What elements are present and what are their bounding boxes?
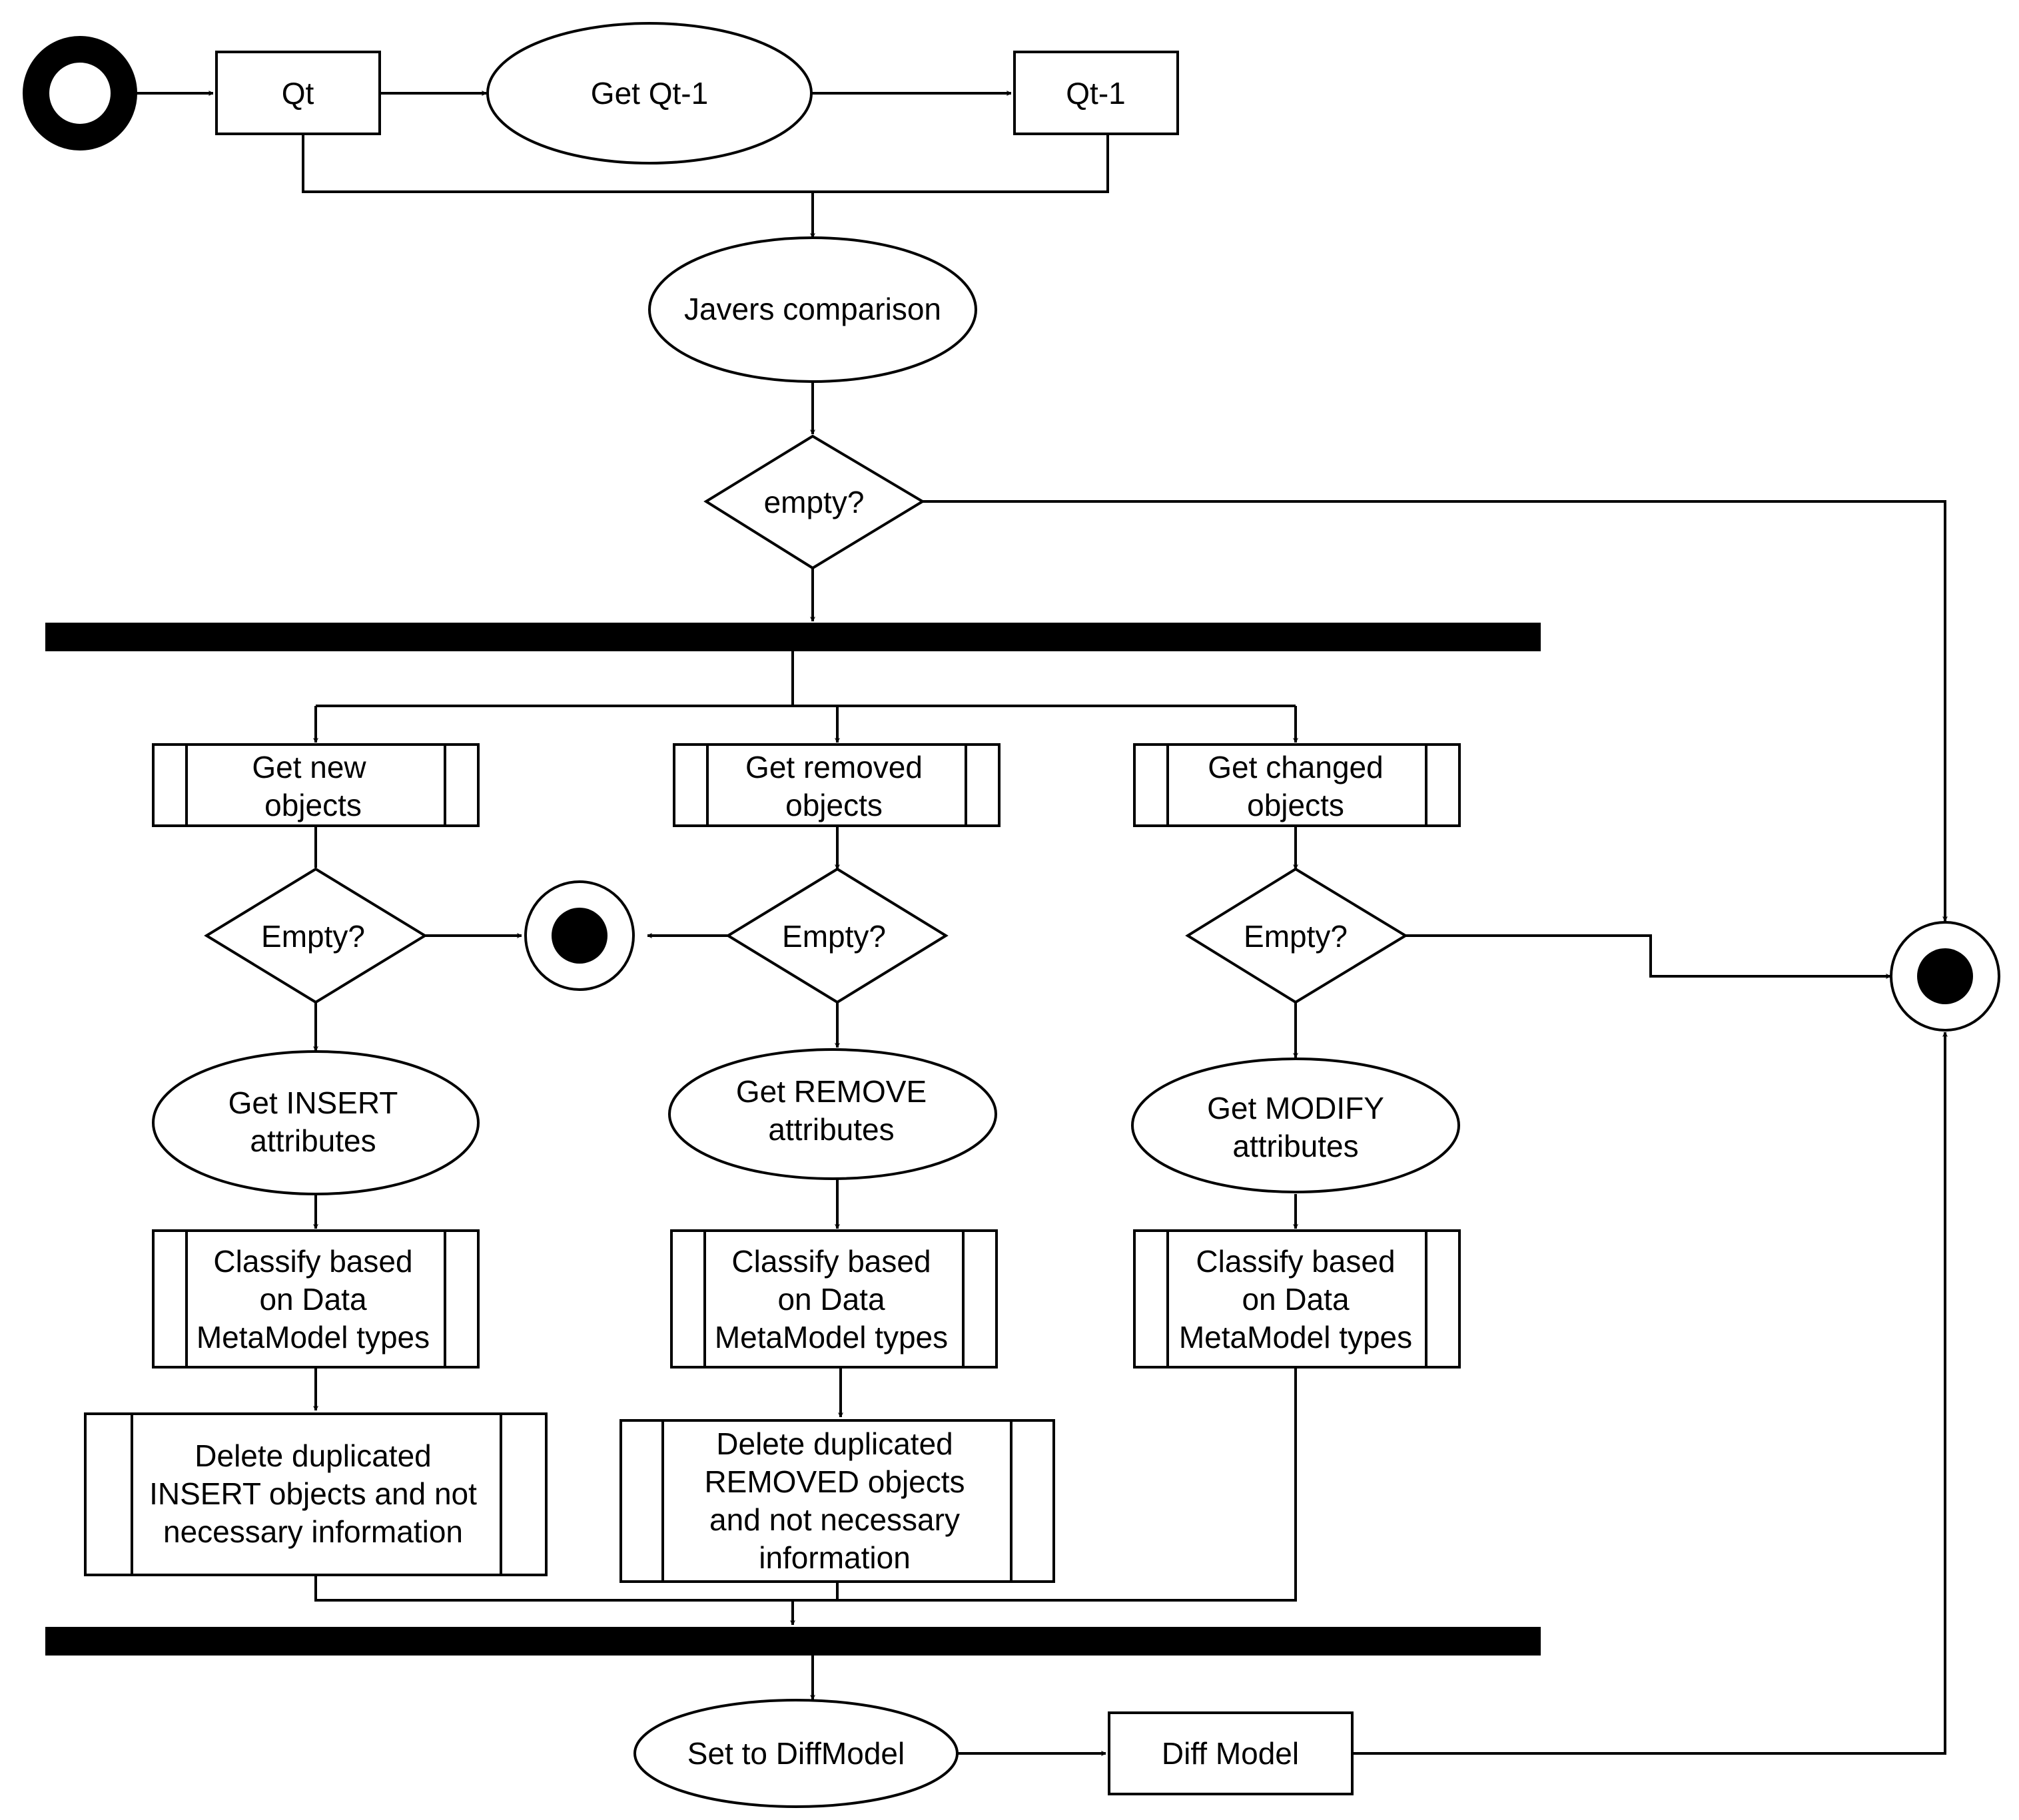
get-new-objects-line2: objects — [264, 788, 362, 822]
delete-insert-line3: necessary information — [163, 1514, 463, 1549]
get-modify-attributes-ellipse: Get MODIFY attributes — [1131, 1058, 1460, 1193]
classify-insert-line3: MetaModel types — [197, 1320, 430, 1355]
get-new-objects-line1: Get new — [252, 750, 366, 784]
delete-duplicated-removed-box: Delete duplicated REMOVED objects and no… — [619, 1419, 1055, 1583]
qt-box: Qt — [215, 51, 381, 135]
qt-label: Qt — [282, 76, 314, 111]
delete-removed-line2: REMOVED objects — [704, 1464, 965, 1499]
final-node-right — [1890, 921, 2000, 1032]
edge-fork-split — [316, 651, 794, 707]
qt1-label: Qt-1 — [1066, 76, 1125, 111]
empty-decision-new-label: Empty? — [261, 919, 365, 954]
classify-modify-line1: Classify based — [1196, 1244, 1395, 1279]
classify-remove-line2: on Data — [777, 1282, 885, 1317]
get-removed-objects-line2: objects — [785, 788, 883, 822]
javers-comparison-ellipse: Javers comparison — [648, 236, 977, 383]
final-node-middle — [524, 880, 635, 991]
delete-insert-line1: Delete duplicated — [195, 1438, 431, 1473]
get-qt1-ellipse: Get Qt-1 — [486, 22, 813, 164]
initial-node — [23, 36, 137, 151]
delete-removed-line4: information — [759, 1540, 911, 1575]
classify-box-insert: Classify based on Data MetaModel types — [152, 1229, 480, 1368]
qt1-box: Qt-1 — [1013, 51, 1179, 135]
delete-removed-line3: and not necessary — [709, 1502, 960, 1537]
get-new-objects-box: Get new objects — [152, 743, 480, 827]
get-remove-attributes-line1: Get REMOVE — [736, 1074, 927, 1109]
get-insert-attributes-line2: attributes — [250, 1123, 376, 1158]
delete-insert-line2: INSERT objects and not — [149, 1476, 477, 1511]
get-changed-objects-box: Get changed objects — [1133, 743, 1461, 827]
join-bar — [45, 1627, 1541, 1656]
fork-bar — [45, 623, 1541, 651]
get-removed-objects-box: Get removed objects — [673, 743, 1001, 827]
edge-empty-changed-to-final — [1406, 934, 1890, 976]
empty-decision-removed: Empty? — [725, 867, 949, 1004]
classify-box-modify: Classify based on Data MetaModel types — [1133, 1229, 1461, 1368]
empty-decision-new: Empty? — [204, 867, 428, 1004]
get-qt1-label: Get Qt-1 — [591, 76, 708, 111]
get-removed-objects-line1: Get removed — [745, 750, 923, 784]
get-remove-attributes-line2: attributes — [768, 1112, 894, 1147]
edge-diff-model-to-final — [1351, 1032, 1945, 1755]
get-insert-attributes-line1: Get INSERT — [228, 1085, 398, 1120]
get-remove-attributes-ellipse: Get REMOVE attributes — [668, 1048, 997, 1180]
set-to-diffmodel-ellipse: Set to DiffModel — [633, 1699, 959, 1808]
empty-decision-removed-label: Empty? — [782, 919, 886, 954]
get-modify-attributes-line1: Get MODIFY — [1207, 1091, 1384, 1125]
get-changed-objects-line1: Get changed — [1208, 750, 1383, 784]
edge-delete-insert-to-join — [314, 1367, 1297, 1602]
delete-duplicated-insert-box: Delete duplicated INSERT objects and not… — [84, 1412, 548, 1576]
edges — [137, 93, 1945, 1753]
edge-empty-yes-to-final — [921, 500, 1945, 921]
get-changed-objects-line2: objects — [1247, 788, 1344, 822]
empty-decision-changed-label: Empty? — [1244, 919, 1348, 954]
empty-decision-top-label: empty? — [764, 485, 865, 519]
empty-decision-changed: Empty? — [1185, 867, 1408, 1004]
diff-model-box: Diff Model — [1108, 1711, 1354, 1795]
classify-box-remove: Classify based on Data MetaModel types — [670, 1229, 998, 1368]
classify-remove-line1: Classify based — [731, 1244, 931, 1279]
diff-model-label: Diff Model — [1162, 1736, 1299, 1771]
javers-comparison-label: Javers comparison — [684, 292, 941, 326]
get-insert-attributes-ellipse: Get INSERT attributes — [152, 1050, 480, 1195]
delete-removed-line1: Delete duplicated — [716, 1426, 953, 1461]
edge-qt-qt1-merge — [302, 135, 1109, 193]
set-to-diffmodel-label: Set to DiffModel — [687, 1736, 905, 1771]
empty-decision-top: empty? — [703, 434, 925, 570]
classify-modify-line2: on Data — [1242, 1282, 1350, 1317]
classify-insert-line1: Classify based — [213, 1244, 412, 1279]
classify-modify-line3: MetaModel types — [1179, 1320, 1412, 1355]
classify-insert-line2: on Data — [259, 1282, 367, 1317]
classify-remove-line3: MetaModel types — [715, 1320, 948, 1355]
get-modify-attributes-line2: attributes — [1232, 1129, 1358, 1163]
